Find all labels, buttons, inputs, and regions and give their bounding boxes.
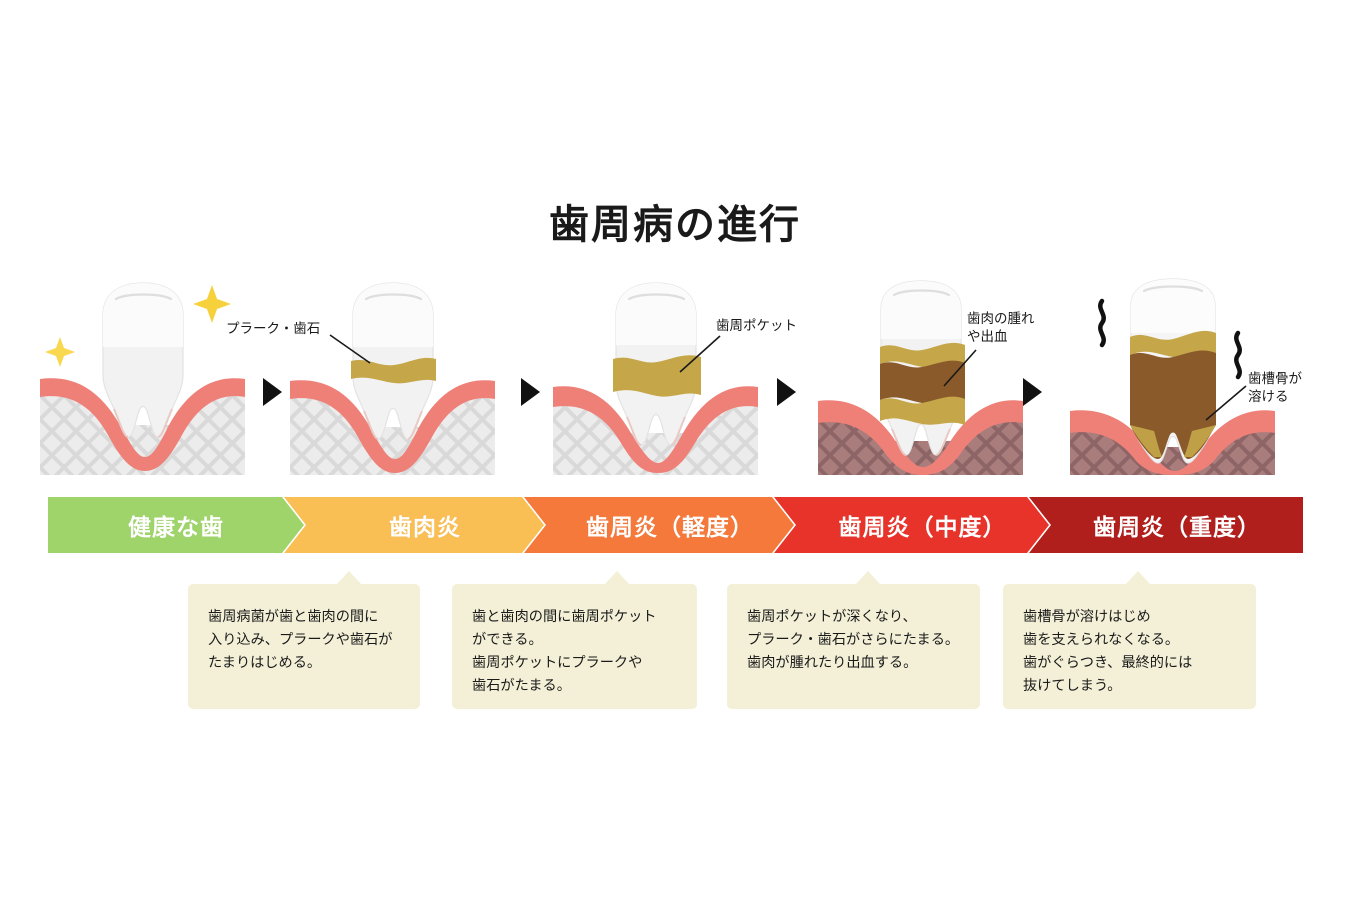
callout-line-bone: [1202, 384, 1250, 426]
balloon-tail: [336, 571, 362, 585]
page-title: 歯周病の進行: [549, 202, 801, 248]
balloon-tail: [855, 571, 881, 585]
tooth-diagram-healthy: [40, 275, 270, 475]
callout-line-pocket: [676, 334, 724, 376]
step-arrow-1: [263, 378, 282, 406]
step-arrow-3: [777, 378, 796, 406]
shake-lines-icon: [1098, 298, 1242, 380]
stage-label: 歯周炎（軽度）: [586, 515, 754, 541]
callout-bone-resorption: 歯槽骨が 溶ける: [1248, 371, 1302, 406]
tooth-diagram-mild: [553, 275, 783, 475]
stage-label: 歯周炎（中度）: [838, 515, 1007, 541]
description-balloon-gingivitis: 歯周病菌が歯と歯肉の間に 入り込み、プラークや歯石が たまりはじめる。: [188, 571, 420, 709]
stage-label: 歯周炎（重度）: [1093, 515, 1261, 541]
description-balloon-moderate: 歯周ポケットが深くなり、 プラーク・歯石がさらにたまる。 歯肉が腫れたり出血する…: [727, 571, 980, 709]
tooth-diagram-moderate: [818, 275, 1048, 475]
callout-perio-pocket: 歯周ポケット: [716, 318, 797, 334]
sparkle-icon: [45, 285, 231, 367]
stage-ribbon: 健康な歯 歯肉炎 歯周炎（軽度） 歯周炎（中度） 歯周炎（重度）: [48, 497, 1303, 553]
step-arrow-2: [521, 378, 540, 406]
description-text: 歯と歯肉の間に歯周ポケット ができる。 歯周ポケットにプラークや 歯石がたまる。: [472, 609, 657, 694]
stage-chip-gingivitis[interactable]: 歯肉炎: [284, 497, 544, 553]
tooth-diagram-severe: [1070, 275, 1300, 475]
stage-label: 健康な歯: [128, 515, 224, 541]
callout-line-swelling: [938, 348, 980, 390]
balloon-tail: [604, 571, 630, 585]
balloon-tail: [1125, 571, 1151, 585]
stage-label: 歯肉炎: [389, 515, 461, 541]
description-text: 歯周ポケットが深くなり、 プラーク・歯石がさらにたまる。 歯肉が腫れたり出血する…: [747, 609, 960, 671]
description-text: 歯周病菌が歯と歯肉の間に 入り込み、プラークや歯石が たまりはじめる。: [208, 609, 393, 671]
callout-line-plaque: [329, 333, 380, 367]
step-arrow-4: [1023, 378, 1042, 406]
callout-plaque-tartar: プラーク・歯石: [226, 321, 321, 337]
plaque-band: [613, 355, 701, 397]
description-text: 歯槽骨が溶けはじめ 歯を支えられなくなる。 歯がぐらつき、最終的には 抜けてしま…: [1023, 609, 1193, 694]
stage-chip-healthy[interactable]: 健康な歯: [48, 497, 304, 553]
plaque-band: [351, 357, 436, 384]
tooth-diagram-row: [0, 275, 1350, 475]
stage-chip-moderate[interactable]: 歯周炎（中度）: [774, 497, 1049, 553]
tooth-diagram-gingivitis: [290, 275, 520, 475]
stage-chip-severe[interactable]: 歯周炎（重度）: [1029, 497, 1303, 553]
callout-gum-swelling: 歯肉の腫れ や出血: [967, 311, 1035, 346]
description-balloon-mild: 歯と歯肉の間に歯周ポケット ができる。 歯周ポケットにプラークや 歯石がたまる。: [452, 571, 697, 709]
description-balloon-severe: 歯槽骨が溶けはじめ 歯を支えられなくなる。 歯がぐらつき、最終的には 抜けてしま…: [1003, 571, 1256, 709]
stage-chip-mild[interactable]: 歯周炎（軽度）: [524, 497, 794, 553]
